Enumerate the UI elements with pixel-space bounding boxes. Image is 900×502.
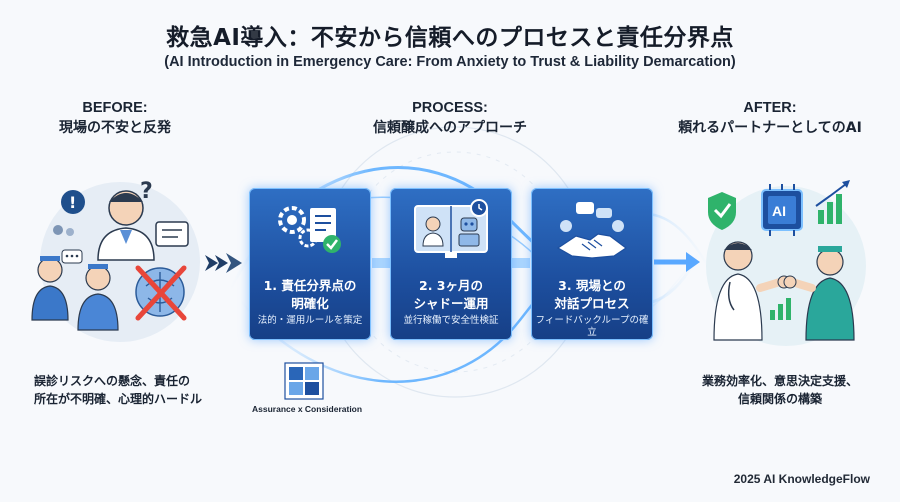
nurse-icon [805, 246, 855, 341]
after-description: 業務効率化、意思決定支援、 信頼関係の構築 [680, 372, 880, 408]
chat-bubble-icon [155, 221, 189, 247]
after-subheading: 頼れるパートナーとしてのAI [678, 120, 862, 136]
before-description-line1: 誤診リスクへの懸念、責任の [34, 374, 191, 388]
step-3-detail: フィードバックループの確立 [535, 315, 649, 338]
before-description: 誤診リスクへの懸念、責任の 所在が不明確、心理的ハードル [34, 372, 224, 408]
step-2-title: 2. 3ヶ月の シャドー運用 [390, 277, 512, 313]
chat-dots-icon [61, 249, 83, 264]
ai-chip-icon: AI [761, 184, 803, 236]
fist-bump-icon [756, 275, 816, 292]
step-1-detail: 法的・運用ルールを策定 [257, 315, 363, 326]
doctor-robot-monitor-icon [414, 199, 488, 258]
after-description-line2: 信頼関係の構築 [737, 392, 822, 406]
question-mark-icon: ? [140, 179, 153, 204]
step-2-title-line2: シャドー運用 [413, 296, 489, 311]
growth-chart-icon [815, 180, 850, 224]
step-1-title-line1: 1. 責任分界点の [263, 278, 357, 293]
process-subheading: 信頼醸成へのアプローチ [373, 120, 527, 136]
footer-credit: 2025 AI KnowledgeFlow [733, 472, 870, 486]
after-description-line1: 業務効率化、意思決定支援、 [701, 374, 858, 388]
handshake-chat-icon [556, 202, 628, 259]
ai-partner-illustration: AI [706, 180, 866, 346]
nurse-icon-2 [77, 264, 119, 331]
shield-check-icon [708, 192, 736, 230]
before-heading-label: BEFORE: [82, 100, 148, 116]
step-2-detail: 並行稼働で安全性検証 [403, 315, 499, 326]
process-heading: PROCESS: 信頼醸成へのアプローチ [340, 98, 560, 138]
crossed-ai-brain-icon [135, 265, 187, 321]
process-card-3: 3. 現場との 対話プロセス フィードバックループの確立 [531, 188, 653, 340]
anxious-staff-illustration: ? ! [31, 179, 200, 342]
svg-text:?: ? [140, 179, 153, 204]
svg-text:AI: AI [772, 203, 786, 219]
doctor-icon [713, 241, 763, 341]
step-3-title-line2: 対話プロセス [554, 296, 630, 311]
process-heading-label: PROCESS: [412, 100, 488, 116]
page-title: 救急AI導入：不安から信頼へのプロセスと責任分界点 [166, 25, 734, 51]
step-3-title: 3. 現場との 対話プロセス [531, 277, 653, 313]
worried-doctor-icon [97, 190, 155, 261]
before-heading: BEFORE: 現場の不安と反発 [40, 98, 190, 138]
assurance-grid-icon [284, 362, 324, 400]
process-card-1: 1. 責任分界点の 明確化 法的・運用ルールを策定 [249, 188, 371, 340]
after-heading-label: AFTER: [743, 100, 797, 116]
gear-document-check-icon [278, 206, 341, 253]
step-2-title-line1: 2. 3ヶ月の [419, 278, 483, 293]
page-subtitle: (AI Introduction in Emergency Care: From… [164, 54, 736, 70]
step-1-title: 1. 責任分界点の 明確化 [249, 277, 371, 313]
before-description-line2: 所在が不明確、心理的ハードル [34, 392, 203, 406]
small-chart-icon [770, 298, 791, 320]
after-heading: AFTER: 頼れるパートナーとしてのAI [660, 98, 880, 138]
process-card-2: 2. 3ヶ月の シャドー運用 並行稼働で安全性検証 [390, 188, 512, 340]
before-subheading: 現場の不安と反発 [59, 120, 171, 136]
alert-bubble-icon: ! [61, 190, 85, 214]
step-3-title-line1: 3. 現場との [558, 278, 626, 293]
svg-text:!: ! [69, 193, 76, 212]
nurse-icon [31, 256, 69, 321]
step-1-title-line2: 明確化 [291, 296, 329, 311]
assurance-label: Assurance x Consideration [252, 404, 363, 414]
group-icon [53, 225, 74, 236]
